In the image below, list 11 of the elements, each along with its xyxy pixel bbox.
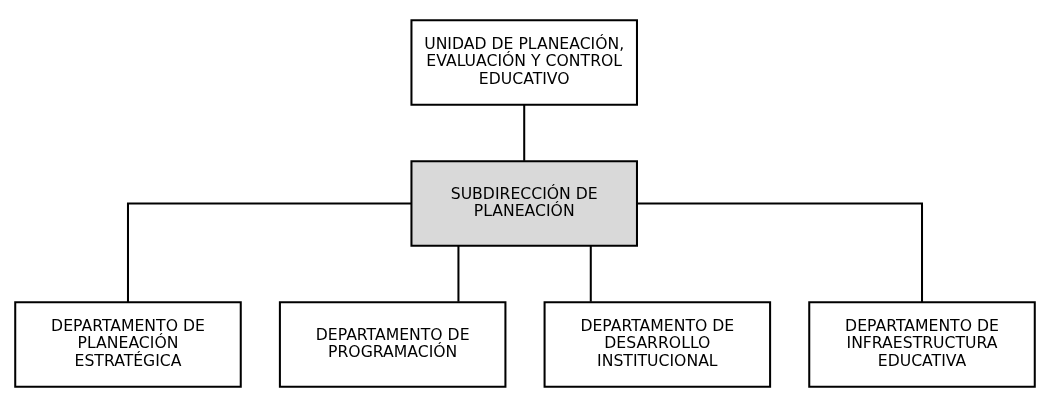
node-box: SUBDIRECCIÓN DE PLANEACIÓN xyxy=(410,160,638,247)
connector xyxy=(126,202,412,303)
connector xyxy=(589,245,592,302)
connector xyxy=(523,104,526,161)
node-box: DEPARTAMENTO DE PROGRAMACIÓN xyxy=(278,301,507,388)
connector xyxy=(637,202,924,303)
node-box: UNIDAD DE PLANEACIÓN, EVALUACIÓN Y CONTROL EDUCATIVO xyxy=(410,19,638,106)
node-box: DEPARTAMENTO DE INFRAESTRUCTURA EDUCATIVA xyxy=(808,301,1036,388)
node-box: DEPARTAMENTO DE DESARROLLO INSTITUCIONAL xyxy=(543,301,772,388)
node-box: DEPARTAMENTO DE PLANEACIÓN ESTRATÉGICA xyxy=(14,301,242,388)
connector xyxy=(457,245,460,302)
